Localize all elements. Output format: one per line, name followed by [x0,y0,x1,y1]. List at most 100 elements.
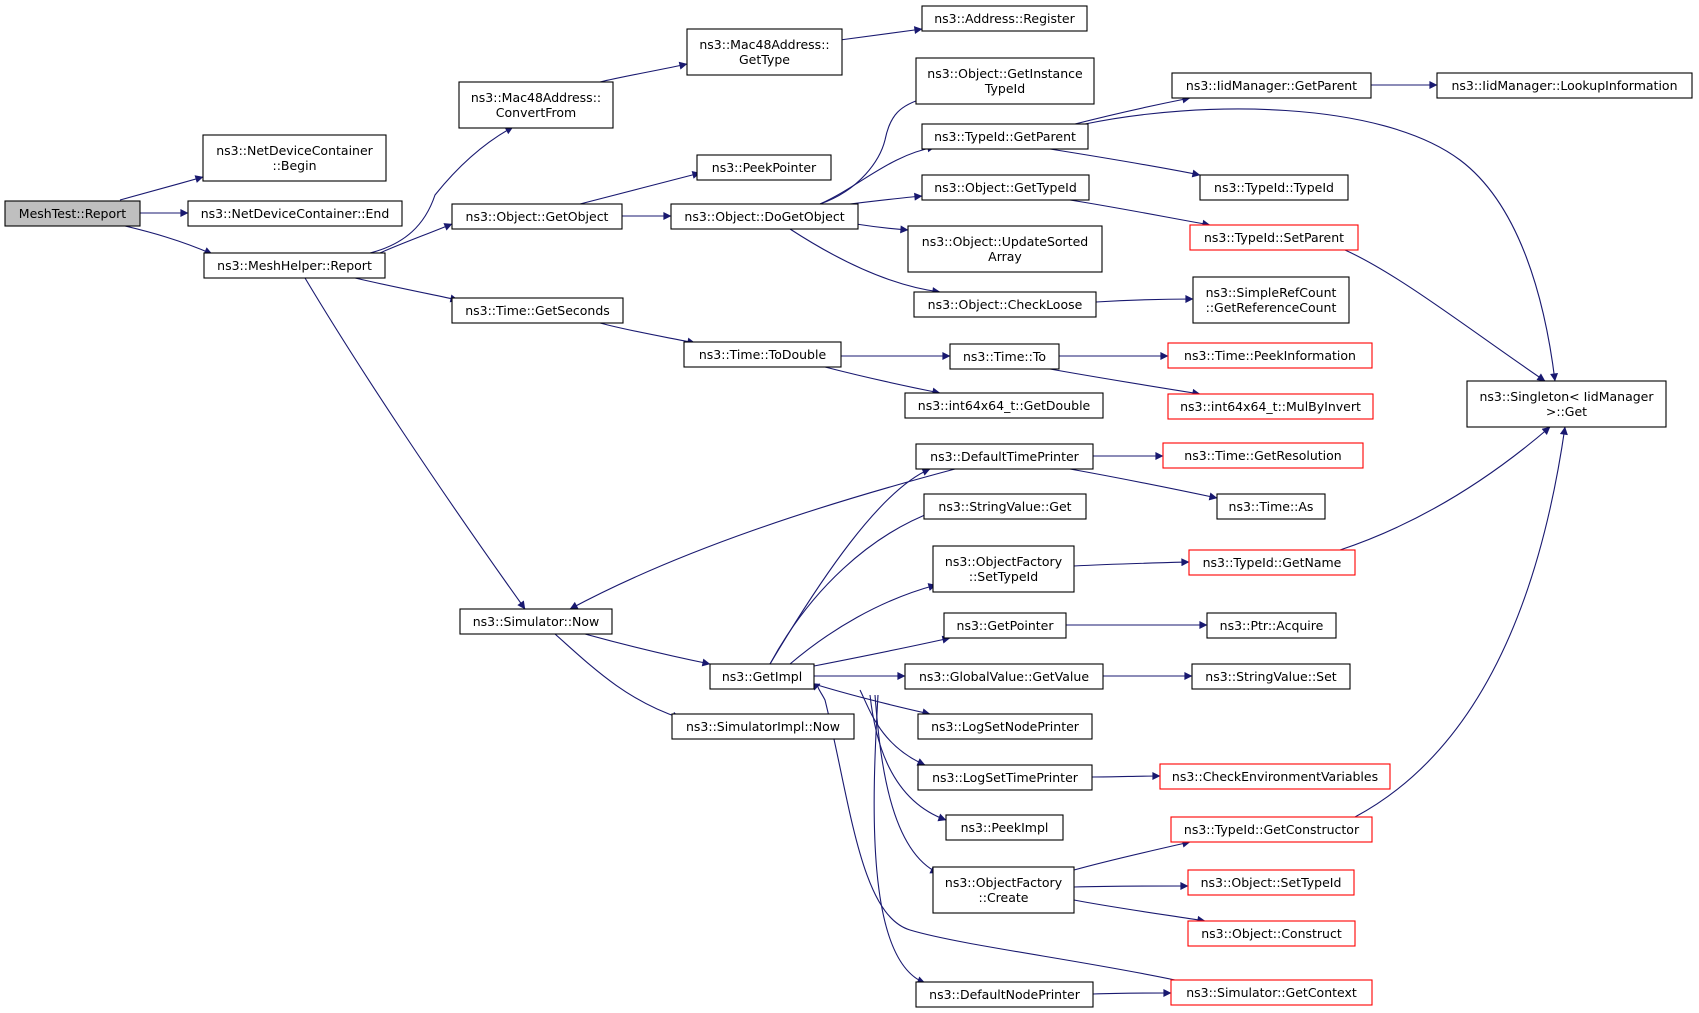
node-time-getseconds[interactable]: ns3::Time::GetSeconds [451,297,624,324]
node-object-gettypeid[interactable]: ns3::Object::GetTypeId [921,174,1090,201]
node-checkenvironmentvariables[interactable]: ns3::CheckEnvironmentVariables [1159,763,1391,790]
node-simulator-now[interactable]: ns3::Simulator::Now [459,608,613,635]
node-label: ns3::GetImpl [722,669,802,684]
node-mac48-convertfrom[interactable]: ns3::Mac48Address::ConvertFrom [458,81,614,129]
node-peekpointer[interactable]: ns3::PeekPointer [696,154,832,181]
node-label: ns3::NetDeviceContainer::End [201,206,390,221]
edge-line [569,468,956,610]
node-label: ns3::Object::UpdateSorted [922,234,1088,249]
node-box [187,200,403,227]
node-simulator-getcontext[interactable]: ns3::Simulator::GetContext [1170,979,1373,1006]
node-time-to[interactable]: ns3::Time::To [949,343,1060,370]
node-defaulttimeprinter[interactable]: ns3::DefaultTimePrinter [915,443,1094,470]
node-simulatorimpl-now[interactable]: ns3::SimulatorImpl::Now [671,713,855,740]
node-stringvalue-get[interactable]: ns3::StringValue::Get [923,493,1087,520]
node-label: ns3::StringValue::Get [938,499,1071,514]
node-time-getresolution[interactable]: ns3::Time::GetResolution [1162,442,1364,469]
node-typeid-getparent[interactable]: ns3::TypeId::GetParent [921,123,1089,150]
node-label: ns3::DefaultNodePrinter [929,987,1081,1002]
node-getimpl[interactable]: ns3::GetImpl [709,663,815,690]
node-label: ns3::Object::DoGetObject [684,209,844,224]
node-label: ns3::NetDeviceContainer [216,143,373,158]
edge-meshhelper_report-to-time_getseconds [354,277,459,303]
node-int64x64-mulbyinvert[interactable]: ns3::int64x64_t::MulByInvert [1167,393,1374,420]
edge-getimpl-to-defaultnodeprinter [873,694,926,984]
node-label: ns3::TypeId::GetParent [934,129,1076,144]
node-typeid-typeid[interactable]: ns3::TypeId::TypeId [1199,174,1349,201]
nodes-layer: MeshTest::Report ns3::NetDeviceContainer:… [4,5,1693,1008]
node-box [917,764,1093,791]
node-box [923,493,1087,520]
node-address-register[interactable]: ns3::Address::Register [921,5,1088,32]
edge-object_getobject-to-peekpointer [579,170,701,205]
node-label: ns3::LogSetTimePrinter [932,770,1079,785]
node-box [904,392,1104,419]
node-iidmanager-getparent[interactable]: ns3::IidManager::GetParent [1171,72,1372,99]
node-label: ns3::MeshHelper::Report [217,258,372,273]
node-objectfactory-settypeid[interactable]: ns3::ObjectFactory::SetTypeId [932,545,1075,593]
node-object-construct[interactable]: ns3::Object::Construct [1187,920,1356,947]
node-label: ns3::int64x64_t::MulByInvert [1180,399,1361,414]
node-ptr-acquire[interactable]: ns3::Ptr::Acquire [1206,612,1337,639]
node-globalvalue-getvalue[interactable]: ns3::GlobalValue::GetValue [904,663,1104,690]
node-stringvalue-set[interactable]: ns3::StringValue::Set [1191,663,1351,690]
node-typeid-setparent[interactable]: ns3::TypeId::SetParent [1189,224,1359,251]
node-netdevicecontainer-begin[interactable]: ns3::NetDeviceContainer::Begin [202,134,387,182]
node-netdevicecontainer-end[interactable]: ns3::NetDeviceContainer::End [187,200,403,227]
edge-line [1073,558,1190,567]
node-box [1167,393,1374,420]
node-mac48-gettype[interactable]: ns3::Mac48Address::GetType [686,28,843,76]
node-peekimpl[interactable]: ns3::PeekImpl [945,814,1064,841]
node-iidmanager-lookupinformation[interactable]: ns3::IidManager::LookupInformation [1436,72,1693,99]
edges-layer [119,26,1568,998]
edge-simulator_getcontext-to-getimpl [811,683,1176,981]
node-time-todouble[interactable]: ns3::Time::ToDouble [683,341,842,368]
node-logsetnodeprinter[interactable]: ns3::LogSetNodePrinter [917,713,1093,740]
node-logsettimeprinter[interactable]: ns3::LogSetTimePrinter [917,764,1093,791]
node-typeid-getconstructor[interactable]: ns3::TypeId::GetConstructor [1170,816,1373,843]
edge-line [869,694,947,822]
node-label: ::SetTypeId [969,569,1038,584]
edge-time_getseconds-to-time_todouble [599,322,696,346]
node-object-settypeid[interactable]: ns3::Object::SetTypeId [1187,869,1355,896]
edge-objectfactory_settypeid-to-typeid_getname [1073,558,1190,567]
node-box [917,713,1093,740]
node-typeid-getname[interactable]: ns3::TypeId::GetName [1188,549,1356,576]
node-time-peekinformation[interactable]: ns3::Time::PeekInformation [1167,342,1373,369]
node-object-getobject[interactable]: ns3::Object::GetObject [451,203,623,230]
node-label: ns3::int64x64_t::GetDouble [918,398,1091,413]
edge-line [819,144,936,205]
edge-getimpl-to-objectfactory_settypeid [789,583,937,665]
node-meshhelper-report[interactable]: ns3::MeshHelper::Report [203,252,386,279]
edge-getimpl-to-defaulttimeprinter [769,468,931,665]
node-label: MeshTest::Report [19,206,126,221]
edge-mac48_convertfrom-to-mac48_gettype [599,61,688,83]
node-singleton-get[interactable]: ns3::Singleton< IidManager>::Get [1466,380,1667,428]
node-objectfactory-create[interactable]: ns3::ObjectFactory::Create [932,866,1075,914]
edge-line [599,322,696,346]
node-meshtest-report[interactable]: MeshTest::Report [4,200,141,227]
edge-typeid_getparent-to-singleton_get [1084,108,1559,382]
node-object-checkloose[interactable]: ns3::Object::CheckLoose [913,291,1097,318]
node-box [1159,763,1391,790]
node-box [671,713,855,740]
edge-meshtest_report-to-meshhelper_report [124,225,213,255]
node-simplerefcount-getreferencecount[interactable]: ns3::SimpleRefCount::GetReferenceCount [1192,276,1350,324]
node-label: ns3::Address::Register [934,11,1075,26]
node-box [1167,342,1373,369]
edge-getimpl-to-peekimpl [869,694,947,822]
node-label: Array [988,249,1022,264]
node-box [683,341,842,368]
node-getpointer[interactable]: ns3::GetPointer [943,612,1067,639]
node-int64x64-getdouble[interactable]: ns3::int64x64_t::GetDouble [904,392,1104,419]
node-label: ns3::Mac48Address:: [699,37,829,52]
node-object-dogetobject[interactable]: ns3::Object::DoGetObject [670,203,859,230]
edge-line [304,277,526,610]
node-time-as[interactable]: ns3::Time::As [1216,493,1326,520]
node-box [1170,816,1373,843]
node-box [932,866,1075,914]
node-box [451,203,623,230]
node-defaultnodeprinter[interactable]: ns3::DefaultNodePrinter [915,981,1094,1008]
